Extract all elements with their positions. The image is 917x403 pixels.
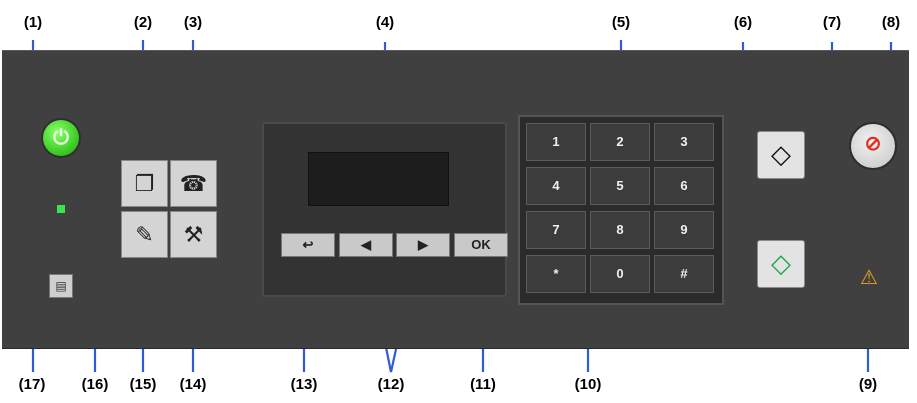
copy-button[interactable]: ❐ (121, 160, 168, 207)
key-1[interactable]: 1 (526, 123, 586, 161)
key-4[interactable]: 4 (526, 167, 586, 205)
key-6[interactable]: 6 (654, 167, 714, 205)
callout-2: (2) (133, 14, 153, 31)
key-2[interactable]: 2 (590, 123, 650, 161)
callout-12: (12) (377, 376, 405, 393)
lcd-display (308, 152, 449, 206)
callout-14: (14) (179, 376, 207, 393)
copy-icon: ❐ (134, 171, 155, 196)
fax-icon: ☎ (179, 171, 208, 196)
callout-8: (8) (881, 14, 901, 31)
setup-button[interactable]: ⚒ (170, 211, 217, 258)
callout-4: (4) (375, 14, 395, 31)
color-start-icon: ◇ (771, 248, 791, 278)
scan-icon: ✎ (135, 222, 154, 247)
right-arrow-icon: ▶ (418, 237, 428, 252)
setup-icon: ⚒ (183, 222, 204, 247)
key-9[interactable]: 9 (654, 211, 714, 249)
ok-button[interactable]: OK (454, 233, 508, 257)
stop-button[interactable]: ⊘ (849, 122, 897, 170)
key-8[interactable]: 8 (590, 211, 650, 249)
key-hash[interactable]: # (654, 255, 714, 293)
black-start-button[interactable]: ◇ (757, 131, 805, 179)
wireless-setup-icon: ▤ (55, 279, 67, 293)
callout-13: (13) (290, 376, 318, 393)
callout-16: (16) (81, 376, 109, 393)
scan-button[interactable]: ✎ (121, 211, 168, 258)
black-start-icon: ◇ (771, 139, 791, 169)
fax-button[interactable]: ☎ (170, 160, 217, 207)
callout-6: (6) (733, 14, 753, 31)
alarm-lamp-icon: ⚠ (860, 267, 878, 289)
left-arrow-button[interactable]: ◀ (339, 233, 393, 257)
left-arrow-icon: ◀ (361, 237, 371, 252)
numeric-keypad: 1 2 3 4 5 6 7 8 9 * 0 # (518, 115, 724, 305)
key-7[interactable]: 7 (526, 211, 586, 249)
key-star[interactable]: * (526, 255, 586, 293)
stop-icon: ⊘ (864, 133, 882, 155)
callout-11: (11) (470, 376, 496, 393)
color-start-button[interactable]: ◇ (757, 240, 805, 288)
back-button[interactable]: ↩ (281, 233, 335, 257)
wifi-lamp (57, 205, 65, 213)
callout-15: (15) (129, 376, 157, 393)
right-arrow-button[interactable]: ▶ (396, 233, 450, 257)
callout-17: (17) (18, 376, 46, 393)
callout-3: (3) (183, 14, 203, 31)
wireless-setup-button[interactable]: ▤ (49, 274, 73, 298)
key-3[interactable]: 3 (654, 123, 714, 161)
key-5[interactable]: 5 (590, 167, 650, 205)
power-icon: ⏻ (53, 127, 69, 149)
callout-9: (9) (858, 376, 878, 393)
key-0[interactable]: 0 (590, 255, 650, 293)
callout-7: (7) (822, 14, 842, 31)
back-icon: ↩ (302, 237, 314, 252)
callout-5: (5) (611, 14, 631, 31)
callout-10: (10) (574, 376, 602, 393)
callout-1: (1) (23, 14, 43, 31)
lcd-frame (262, 122, 507, 297)
power-button[interactable]: ⏻ (43, 120, 79, 156)
